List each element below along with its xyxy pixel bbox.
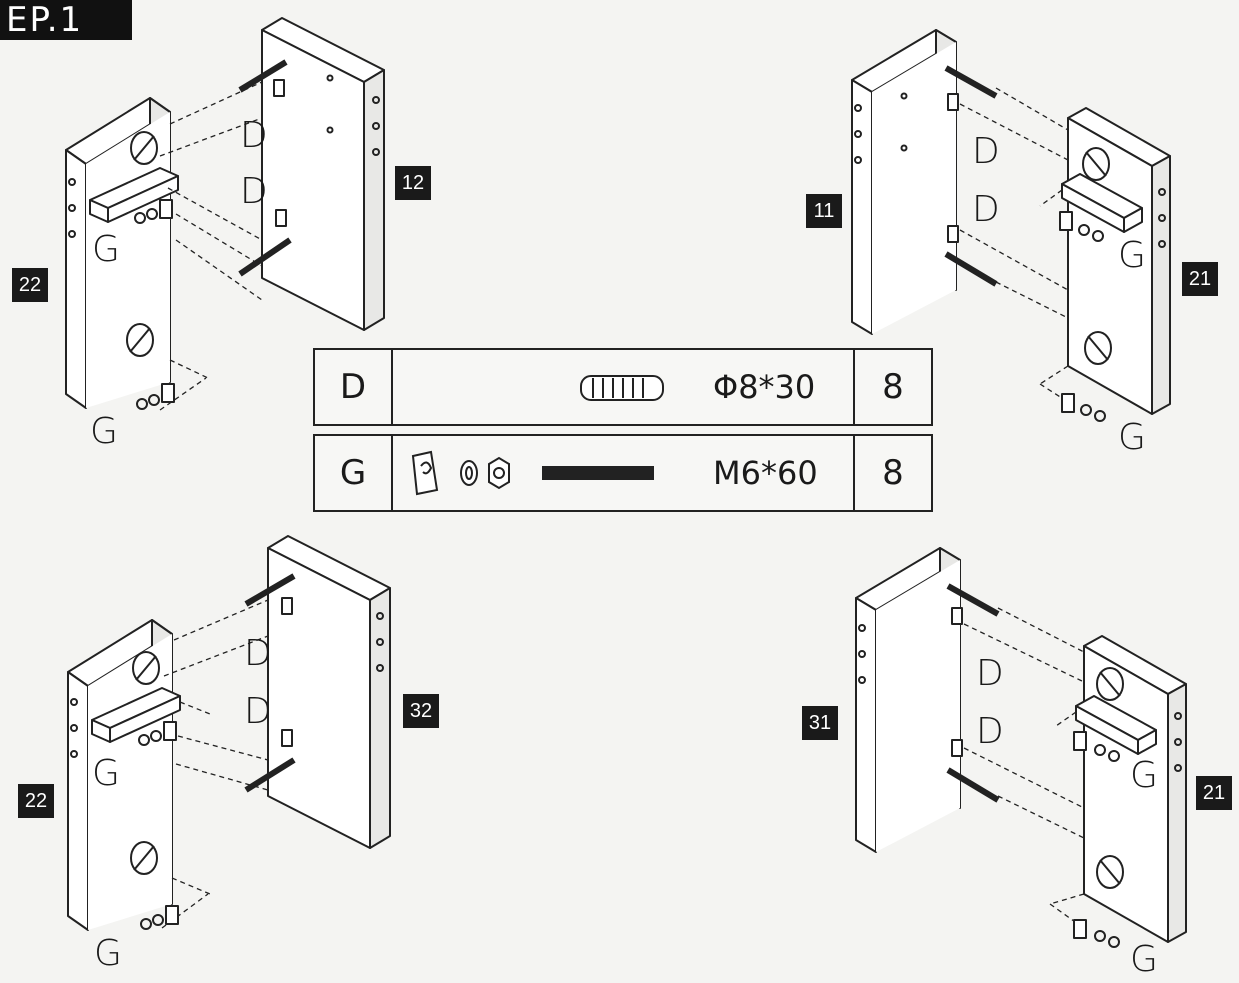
bolt-letter: G	[1118, 235, 1146, 276]
bolt-letter: G	[90, 411, 118, 452]
dowel-letter: D	[244, 691, 272, 732]
part-badge-12: 12	[395, 166, 431, 200]
dowel-icon	[580, 375, 664, 401]
bolt-letter: G	[92, 753, 120, 794]
bolt-letter: G	[94, 933, 122, 974]
legend-row-dowel: D Φ8*30 8	[313, 348, 933, 426]
panel-11	[851, 29, 957, 335]
bolt-set-icon	[411, 450, 654, 496]
part-badge-22-bottom: 22	[18, 784, 54, 818]
legend-qty: 8	[853, 350, 931, 424]
dowel-letter: D	[240, 115, 268, 156]
part-badge-32: 32	[403, 694, 439, 728]
legend-row-bolt: G M6*60 8	[313, 434, 933, 512]
panel-32	[267, 535, 391, 849]
bolts-top-right	[944, 65, 1106, 422]
legend-qty: 8	[853, 436, 931, 510]
part-badge-21-top: 21	[1182, 262, 1218, 296]
panel-22-top-left	[65, 97, 179, 409]
panel-21-top-right	[1061, 107, 1171, 415]
bolts-top-left	[134, 59, 292, 410]
bolt-letter: G	[1130, 755, 1158, 796]
legend-code: D	[315, 350, 393, 424]
legend-spec: Φ8*30	[713, 368, 816, 406]
dowel-letter: D	[972, 189, 1000, 230]
bolt-letter: G	[92, 229, 120, 270]
bolts-bottom-left	[138, 573, 296, 930]
dowel-letter: D	[976, 653, 1004, 694]
legend-spec: M6*60	[713, 454, 818, 492]
dowel-letter: D	[240, 171, 268, 212]
bolt-letter: G	[1118, 417, 1146, 458]
hardware-legend: D Φ8*30 8 G M6*60 8	[313, 348, 933, 516]
dowel-letter: D	[972, 131, 1000, 172]
part-badge-22-top: 22	[12, 268, 48, 302]
part-badge-11: 11	[806, 194, 842, 228]
guides-bottom-left	[161, 599, 269, 929]
part-badge-31: 31	[802, 706, 838, 740]
bolts-bottom-right	[946, 583, 1120, 948]
panel-12	[261, 17, 385, 331]
bolt-letter: G	[1130, 939, 1158, 980]
legend-code: G	[315, 436, 393, 510]
dowel-letter: D	[244, 633, 272, 674]
panel-21-bottom-right	[1075, 635, 1187, 943]
panel-31	[855, 547, 961, 853]
dowel-letter: D	[976, 711, 1004, 752]
part-badge-21-bottom: 21	[1196, 776, 1232, 810]
panel-22-bottom-left	[67, 619, 181, 931]
step-label: EP.1	[0, 0, 132, 40]
